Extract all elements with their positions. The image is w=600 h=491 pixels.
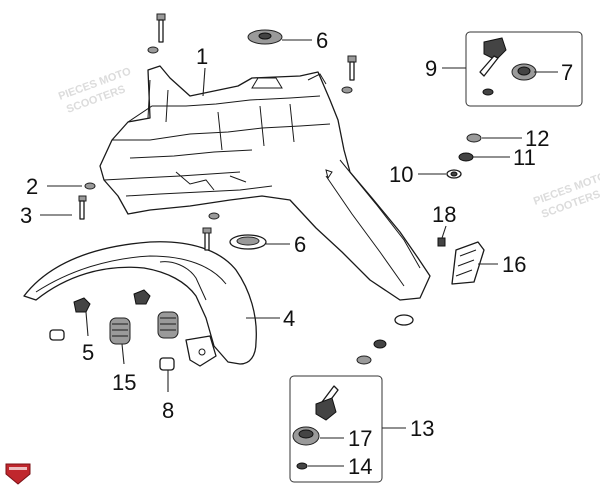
- grommet-top-center: [258, 32, 272, 40]
- nut-11: [458, 152, 474, 162]
- license-light-top: [479, 37, 537, 96]
- clip-lower: [373, 339, 387, 349]
- rubber-damper-a: [109, 317, 131, 345]
- bolt-shank: [349, 61, 355, 81]
- callout-17: 17: [348, 426, 372, 451]
- washer: [341, 86, 353, 94]
- collar-8: [159, 357, 175, 371]
- callout-10: 10: [389, 162, 413, 187]
- callout-5: 5: [82, 340, 94, 365]
- callout-2: 2: [26, 174, 38, 199]
- callout-12: 12: [525, 126, 549, 151]
- washer: [208, 212, 220, 220]
- brand-logo-icon: [5, 463, 31, 485]
- bolt-shank: [158, 19, 164, 43]
- washer-10-hole: [450, 171, 458, 177]
- callout-8: 8: [162, 398, 174, 423]
- callout-6-top: 6: [316, 28, 328, 53]
- rubber-damper-b: [157, 311, 179, 339]
- nut-5a: [73, 297, 91, 313]
- bolt-3-shank: [79, 200, 85, 220]
- grommet-lower-inner: [236, 236, 260, 246]
- callout-labels: 1 2 3 4 5 6 6 7 8 9 10 11 12 13 14 15 16…: [20, 28, 573, 479]
- callout-15: 15: [112, 370, 136, 395]
- washer: [147, 46, 159, 54]
- kit-box-7-9: [465, 31, 583, 107]
- bolt-head: [156, 13, 166, 21]
- bolt-head: [347, 55, 357, 63]
- callout-11: 11: [513, 145, 536, 170]
- callout-18: 18: [432, 202, 456, 227]
- callout-4: 4: [283, 306, 295, 331]
- screw-18: [437, 237, 446, 247]
- bolt-head: [202, 227, 212, 234]
- callout-16: 16: [502, 252, 526, 277]
- nut-5b: [133, 289, 151, 305]
- callout-1: 1: [196, 44, 208, 69]
- washer-lower: [394, 314, 414, 326]
- part-rear-fender-body: [99, 65, 431, 301]
- reflector-16: [451, 241, 485, 285]
- callout-6-lower: 6: [294, 232, 306, 257]
- bolt-shank: [204, 231, 210, 251]
- nut-lower: [356, 355, 372, 365]
- callout-13: 13: [410, 416, 434, 441]
- hardware: [49, 13, 485, 371]
- callout-14: 14: [348, 454, 372, 479]
- spacer: [49, 329, 65, 341]
- license-light-bottom: [292, 385, 339, 470]
- leader-lines: [40, 39, 558, 467]
- clip-12: [466, 133, 482, 143]
- part-rear-hugger-fender: [23, 241, 257, 367]
- callout-3: 3: [20, 203, 32, 228]
- kit-box-13: [289, 375, 383, 483]
- washer-2: [84, 182, 96, 190]
- callout-7: 7: [561, 60, 573, 85]
- callout-9: 9: [425, 56, 437, 81]
- bolt-3-head: [78, 195, 87, 202]
- reflector-ribs: [455, 249, 477, 277]
